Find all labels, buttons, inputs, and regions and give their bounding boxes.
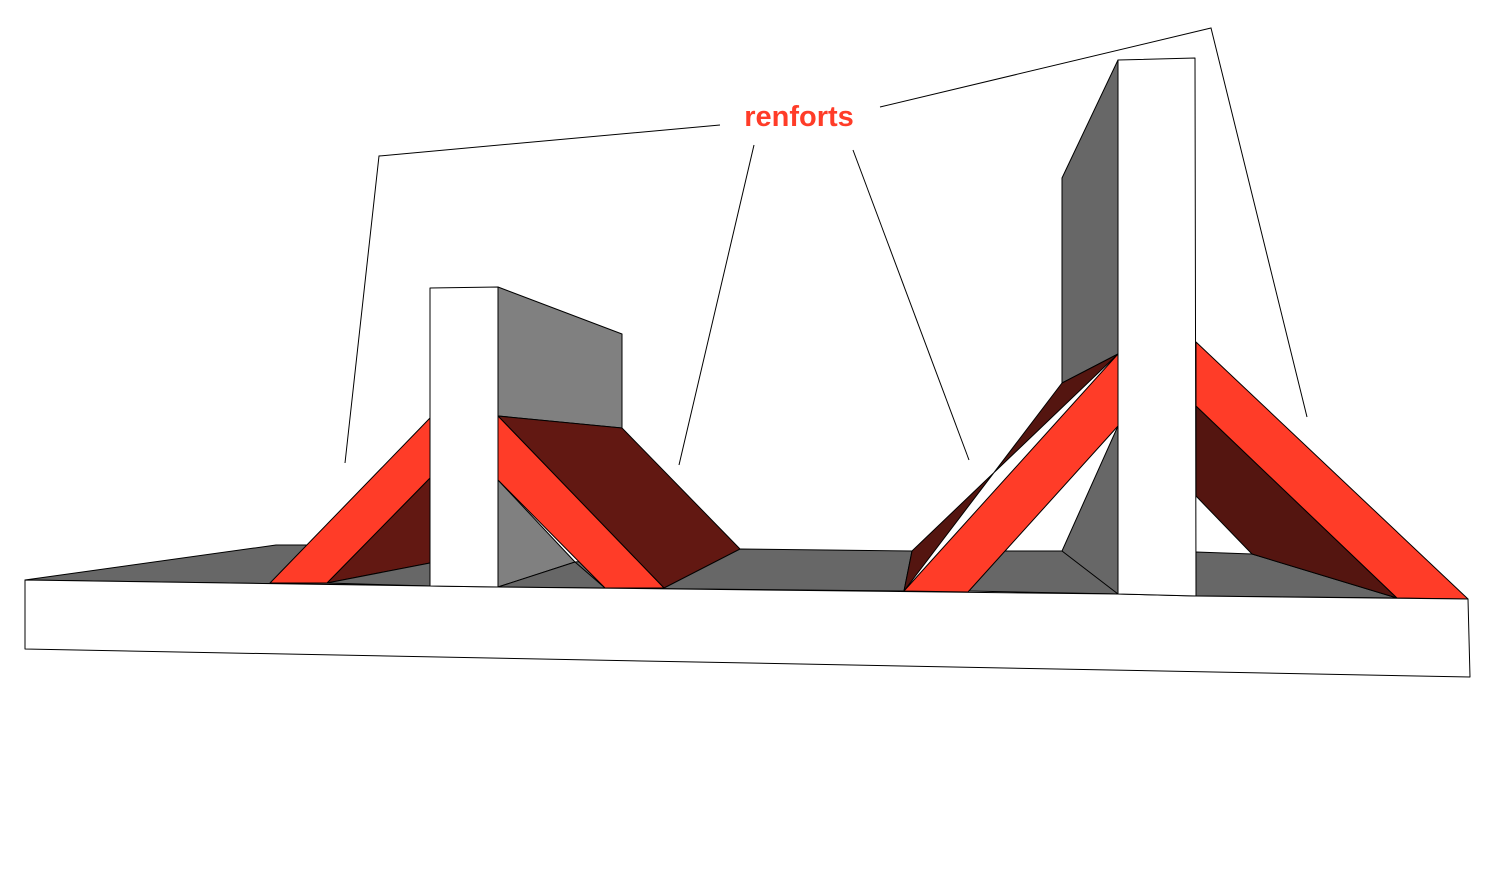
stiffener-1	[269, 417, 431, 587]
leader-line-4	[879, 27, 1308, 418]
right-wall-front-face	[1117, 57, 1197, 597]
left-wall-block	[497, 286, 623, 588]
stiffener-3-side	[903, 353, 1119, 592]
leader-lines	[344, 27, 1308, 466]
leader-line-3	[852, 149, 970, 461]
left-wall-front-face	[429, 286, 499, 588]
right-wall-back-face	[1061, 59, 1119, 384]
leader-line-2	[678, 144, 755, 466]
solid-faces	[24, 57, 1471, 678]
annotation-label: renforts	[744, 101, 854, 133]
left-wall-back-face	[497, 286, 623, 429]
leader-line-1	[344, 124, 721, 464]
